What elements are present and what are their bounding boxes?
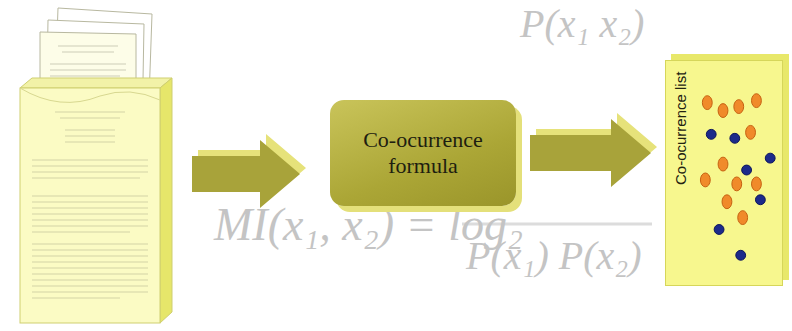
block-arrow xyxy=(192,134,306,208)
block-arrow xyxy=(530,113,657,187)
document-box xyxy=(20,78,172,323)
box-text: Co-ocurrence formula xyxy=(344,127,502,180)
formula-watermark: P(x₁) P(x₂) xyxy=(466,234,641,278)
vertical-title: Co-ocurrence list xyxy=(671,72,691,185)
output-list-box: Co-ocurrence list xyxy=(665,60,783,286)
process-box: Co-ocurrence formula xyxy=(330,100,516,206)
formula-watermark: P(x₁ x₂) xyxy=(520,2,644,46)
